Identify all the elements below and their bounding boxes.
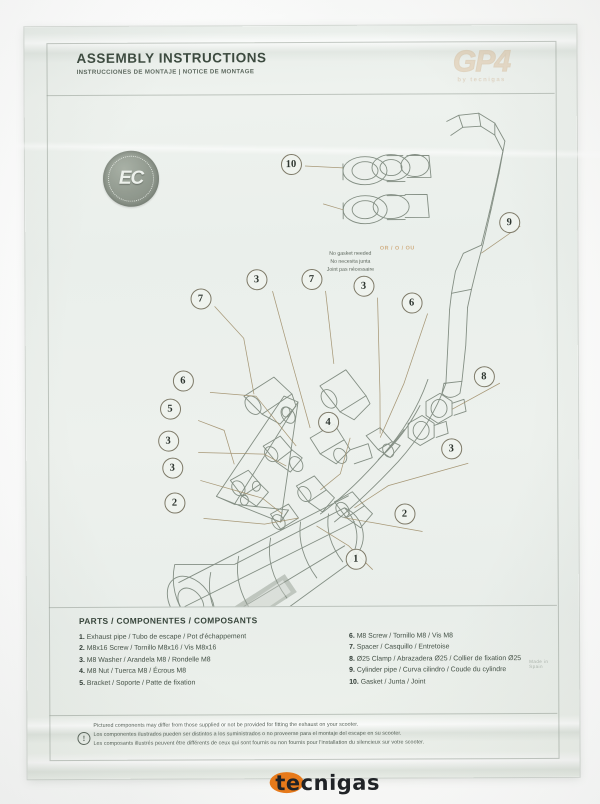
drawing-svg bbox=[166, 112, 521, 608]
instruction-sheet: ASSEMBLY INSTRUCTIONS INSTRUCCIONES DE M… bbox=[14, 24, 600, 795]
muffler-logo-plate bbox=[234, 574, 297, 608]
exploded-view-drawing: No gasket needed No necesita junta Joint… bbox=[47, 93, 557, 669]
